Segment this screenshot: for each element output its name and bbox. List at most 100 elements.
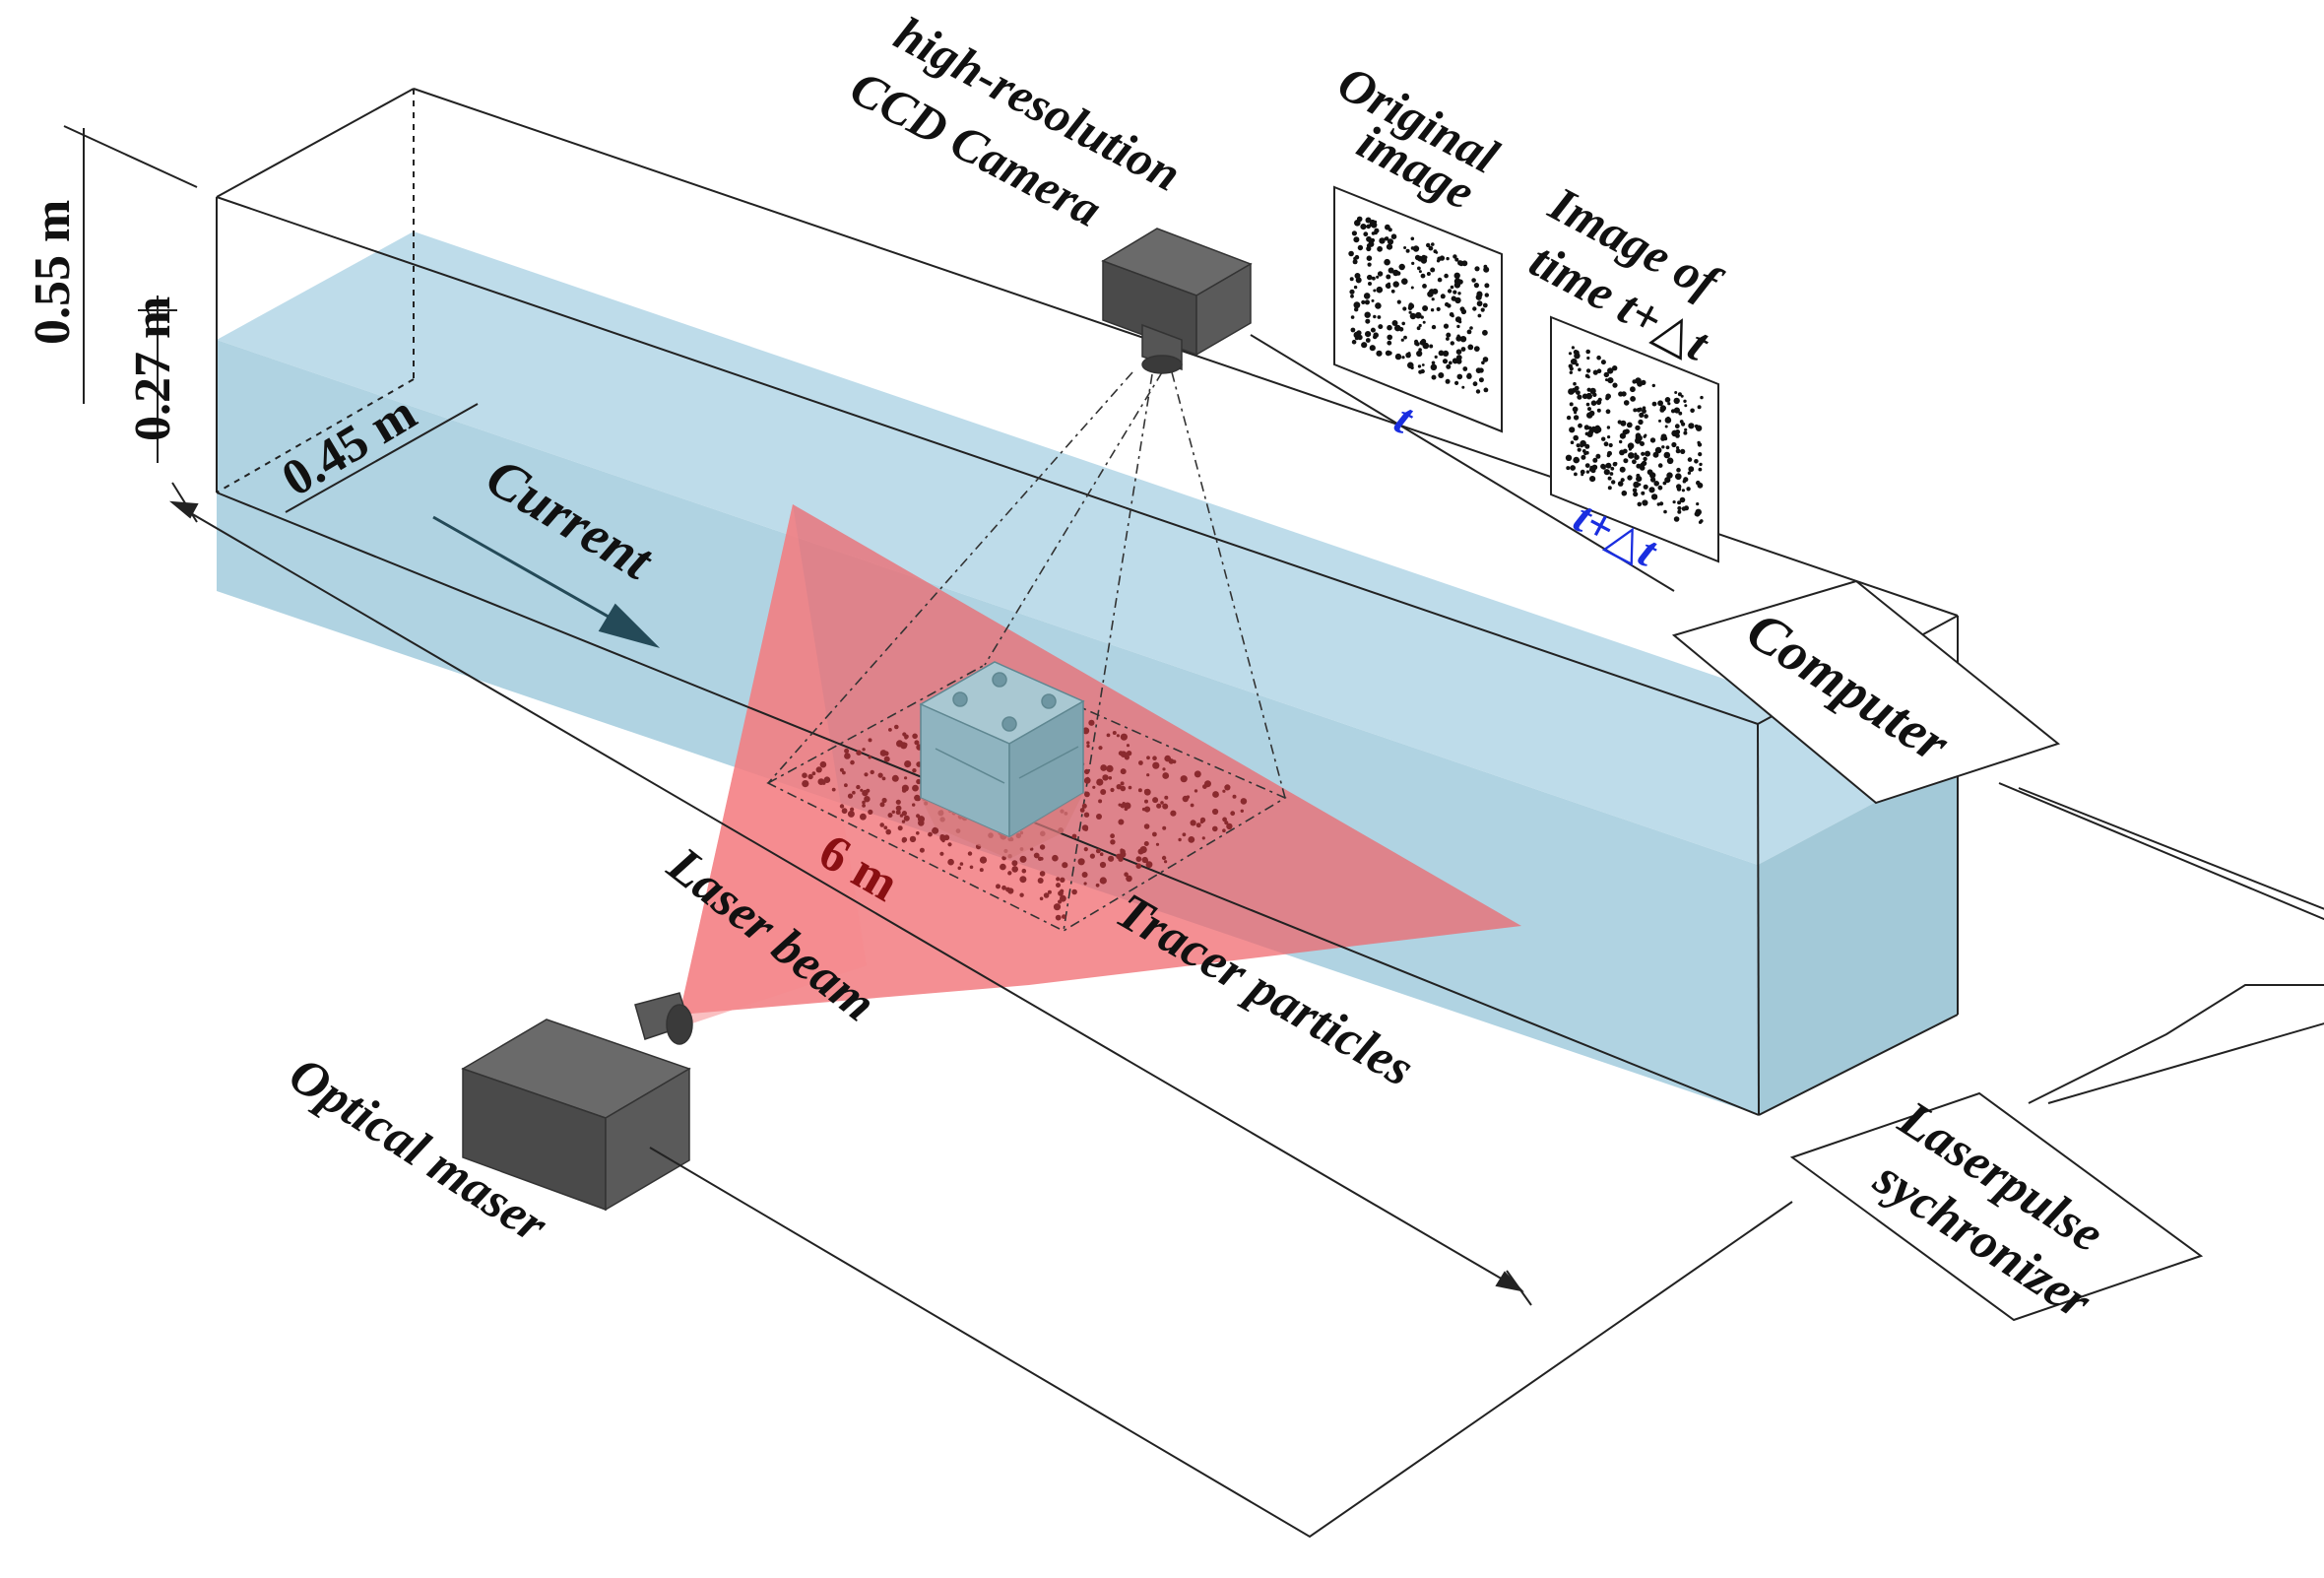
image-particle	[1458, 320, 1462, 324]
tracer-particle	[1047, 889, 1052, 894]
image-particle	[1592, 457, 1598, 463]
image-particle	[1377, 245, 1383, 252]
tracer-particle	[1145, 861, 1153, 869]
image-particle	[1431, 374, 1437, 380]
image-particle	[1627, 475, 1633, 481]
camera-lens	[1141, 355, 1183, 374]
image-particle	[1386, 243, 1393, 250]
tracer-particle	[1190, 803, 1194, 808]
image-particle	[1373, 289, 1377, 293]
image-particle	[1592, 369, 1598, 375]
tracer-particle	[1222, 817, 1227, 822]
tracer-particle	[807, 773, 813, 780]
image-particle	[1400, 338, 1404, 342]
optical-maser-device	[461, 992, 693, 1212]
tracer-particle	[1162, 825, 1167, 830]
image-particle	[1461, 385, 1465, 389]
tracer-particle	[1194, 770, 1201, 778]
image-particle	[1417, 266, 1421, 271]
image-particle	[1666, 472, 1673, 479]
tracer-particle	[885, 828, 891, 835]
ccd-camera	[1101, 228, 1253, 374]
image-particle	[1401, 321, 1405, 326]
tracer-particle	[1060, 894, 1066, 902]
image-particle	[1673, 516, 1680, 522]
image-particle	[1462, 366, 1468, 371]
image-particle	[1572, 406, 1579, 413]
tracer-particle	[883, 756, 890, 762]
measurement-region	[766, 371, 1287, 932]
tracer-particle	[1126, 875, 1132, 883]
tracer-particle	[1137, 788, 1142, 793]
image-particle	[1387, 334, 1392, 341]
tracer-particle	[1138, 760, 1143, 765]
image-particle	[1351, 339, 1357, 345]
image-particle	[1663, 451, 1671, 459]
image-particle	[1461, 260, 1468, 267]
image-particle	[1623, 458, 1629, 464]
image-particle	[1586, 356, 1590, 361]
image-particle	[1473, 283, 1479, 289]
image-particle	[1682, 479, 1687, 484]
image-particle	[1571, 387, 1577, 393]
tracer-particle	[1224, 821, 1229, 825]
image-particle	[1569, 370, 1574, 374]
tracer-particle	[947, 842, 952, 847]
tank-front-right-vertical	[1757, 723, 1760, 1116]
image-particle	[1420, 273, 1426, 279]
tracer-particle	[1135, 863, 1142, 869]
tracer-particle	[1000, 863, 1006, 871]
tracer-particle	[1212, 808, 1219, 816]
image-particle	[1687, 471, 1692, 475]
image-particle	[1622, 492, 1626, 496]
image-particle	[1422, 305, 1429, 311]
image-particle	[1684, 404, 1688, 408]
tracer-particle	[868, 809, 873, 816]
image-particle	[1633, 481, 1640, 489]
tracer-particle	[947, 858, 954, 866]
image-particle	[1593, 427, 1600, 434]
image-particle	[1657, 463, 1663, 468]
image-particle	[1568, 363, 1574, 368]
image-particle	[1374, 220, 1378, 224]
original-image-frame	[1333, 185, 1503, 433]
tracer-particle	[901, 811, 908, 817]
later-image-panel	[1550, 315, 1719, 563]
image-particle	[1361, 342, 1368, 349]
tracer-particle	[1126, 751, 1132, 756]
image-particle	[1353, 285, 1358, 290]
tracer-particle	[1204, 780, 1211, 788]
image-particle	[1350, 294, 1354, 298]
tracer-particle	[895, 805, 902, 812]
structure-column-cap-1	[952, 691, 968, 707]
tracer-particle	[932, 829, 936, 833]
wire-camera-to-computer	[1250, 334, 1675, 592]
tracer-particle	[891, 774, 899, 782]
image-particle	[1482, 329, 1488, 336]
tracer-particle	[1060, 888, 1065, 893]
image-particle	[1455, 335, 1462, 342]
tracer-particle	[823, 776, 831, 783]
image-particle	[1636, 426, 1641, 429]
image-particle	[1374, 228, 1380, 233]
image-particle	[1569, 402, 1574, 407]
tracer-particle	[1081, 872, 1088, 878]
height-total-label: 0.55 m	[25, 200, 81, 345]
image-particle	[1438, 372, 1445, 378]
image-particle	[1573, 434, 1579, 441]
tracer-particle	[1112, 731, 1117, 735]
image-particle	[1445, 301, 1450, 307]
tracer-particle	[959, 862, 964, 866]
image-particle	[1620, 478, 1625, 483]
tracer-particle	[817, 778, 825, 785]
image-particle	[1366, 243, 1372, 248]
image-particle	[1697, 440, 1701, 445]
image-particle	[1459, 306, 1465, 312]
image-particle	[1619, 432, 1626, 439]
tracer-particle	[1071, 833, 1077, 839]
tracer-particle	[918, 816, 925, 823]
image-particle	[1456, 373, 1463, 380]
image-particle	[1349, 289, 1355, 295]
structure-beam-2	[1018, 746, 1079, 779]
image-particle	[1403, 246, 1407, 249]
